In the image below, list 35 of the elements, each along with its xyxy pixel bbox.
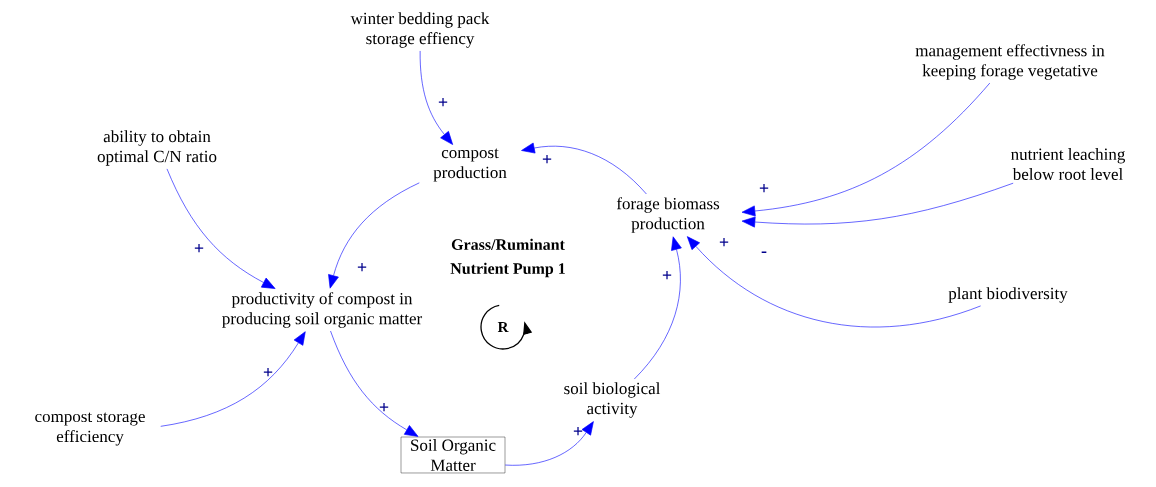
polarity-sign: +	[719, 237, 729, 247]
polarity-sign: +	[438, 97, 448, 107]
arrow	[160, 331, 306, 427]
arrow	[634, 236, 682, 380]
variable-label: soil biological activity	[564, 382, 661, 418]
arrow	[328, 182, 420, 289]
polarity-sign: +	[662, 270, 672, 280]
polarity-sign: +	[573, 426, 583, 436]
arrow	[686, 236, 981, 328]
variable-label: winter bedding pack storage effiency	[350, 12, 490, 48]
variable-label: ability to obtain optimal C/N ratio	[97, 130, 217, 166]
variable-label: productivity of compost in producing soil organic matter	[222, 292, 423, 328]
polarity-sign: +	[357, 262, 367, 272]
arrow	[166, 168, 276, 289]
polarity-sign: +	[194, 243, 204, 253]
arrow	[521, 142, 647, 195]
arrow	[504, 421, 594, 466]
polarity-sign: +	[759, 183, 769, 193]
arrow	[741, 82, 991, 217]
variable-label: compost storage efficiency	[35, 412, 145, 446]
variable-label: forage biomass production	[616, 197, 720, 233]
polarity-sign: +	[379, 402, 389, 412]
stock-box: Soil Organic Matter	[400, 436, 506, 474]
variable-label: compost production	[433, 148, 507, 182]
variable-label: nutrient leaching below root level	[1011, 148, 1126, 180]
arrow	[330, 330, 419, 437]
arrow	[741, 182, 1014, 228]
loop-name: Grass/Ruminant Nutrient Pump 1	[450, 238, 565, 278]
arrow	[419, 50, 453, 145]
loop-letter: R	[497, 322, 509, 332]
polarity-sign: -	[761, 251, 767, 254]
variable-label: management effectivness in keeping forage vegetative	[915, 44, 1105, 80]
variable-label: plant biodiversity	[948, 287, 1068, 303]
polarity-sign: +	[263, 367, 273, 377]
polarity-sign: +	[542, 154, 552, 164]
